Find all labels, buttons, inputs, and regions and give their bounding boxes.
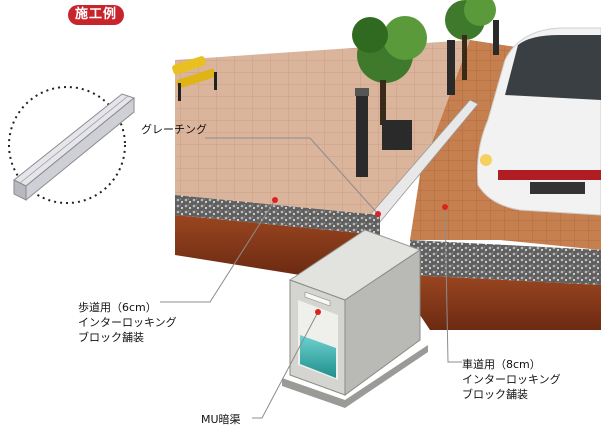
roadway-label-line-3: ブロック舗装: [462, 388, 528, 401]
car: [476, 27, 601, 216]
sidewalk-label: 歩道用（6cm） インターロッキング ブロック舗装: [78, 300, 177, 345]
roadway-gravel: [410, 240, 601, 285]
drain-marker: [315, 309, 321, 315]
tree-left: [352, 16, 427, 150]
roadway-marker: [442, 204, 448, 210]
sidewalk-paving: [175, 40, 470, 215]
roadway-label: 車道用（8cm） インターロッキング ブロック舗装: [462, 357, 561, 402]
bench: [172, 56, 217, 101]
sidewalk-label-line-2: インターロッキング: [78, 316, 177, 329]
roadway-label-line-1: 車道用（8cm）: [462, 358, 541, 371]
grating-label: グレーチング: [141, 123, 207, 136]
construction-example-badge: 施工例: [68, 5, 124, 25]
grating-leader: [205, 137, 379, 215]
sidewalk-marker: [272, 197, 278, 203]
roadway-soil: [410, 275, 601, 330]
drain-label: MU暗渠: [201, 413, 241, 426]
sidewalk-gravel: [175, 195, 380, 235]
sidewalk-label-line-1: 歩道用（6cm）: [78, 301, 157, 314]
drain-leader: [252, 311, 319, 419]
detail-circle: [8, 86, 126, 204]
sidewalk-label-line-3: ブロック舗装: [78, 331, 144, 344]
sidewalk-leader: [160, 199, 276, 303]
grating-marker: [375, 211, 381, 217]
drain-water: [300, 335, 336, 378]
grating-detail: [13, 93, 136, 202]
bollards: [355, 20, 499, 177]
roadway-leader: [444, 206, 462, 363]
roadway-label-line-2: インターロッキング: [462, 373, 561, 386]
tree-right: [445, 0, 496, 80]
